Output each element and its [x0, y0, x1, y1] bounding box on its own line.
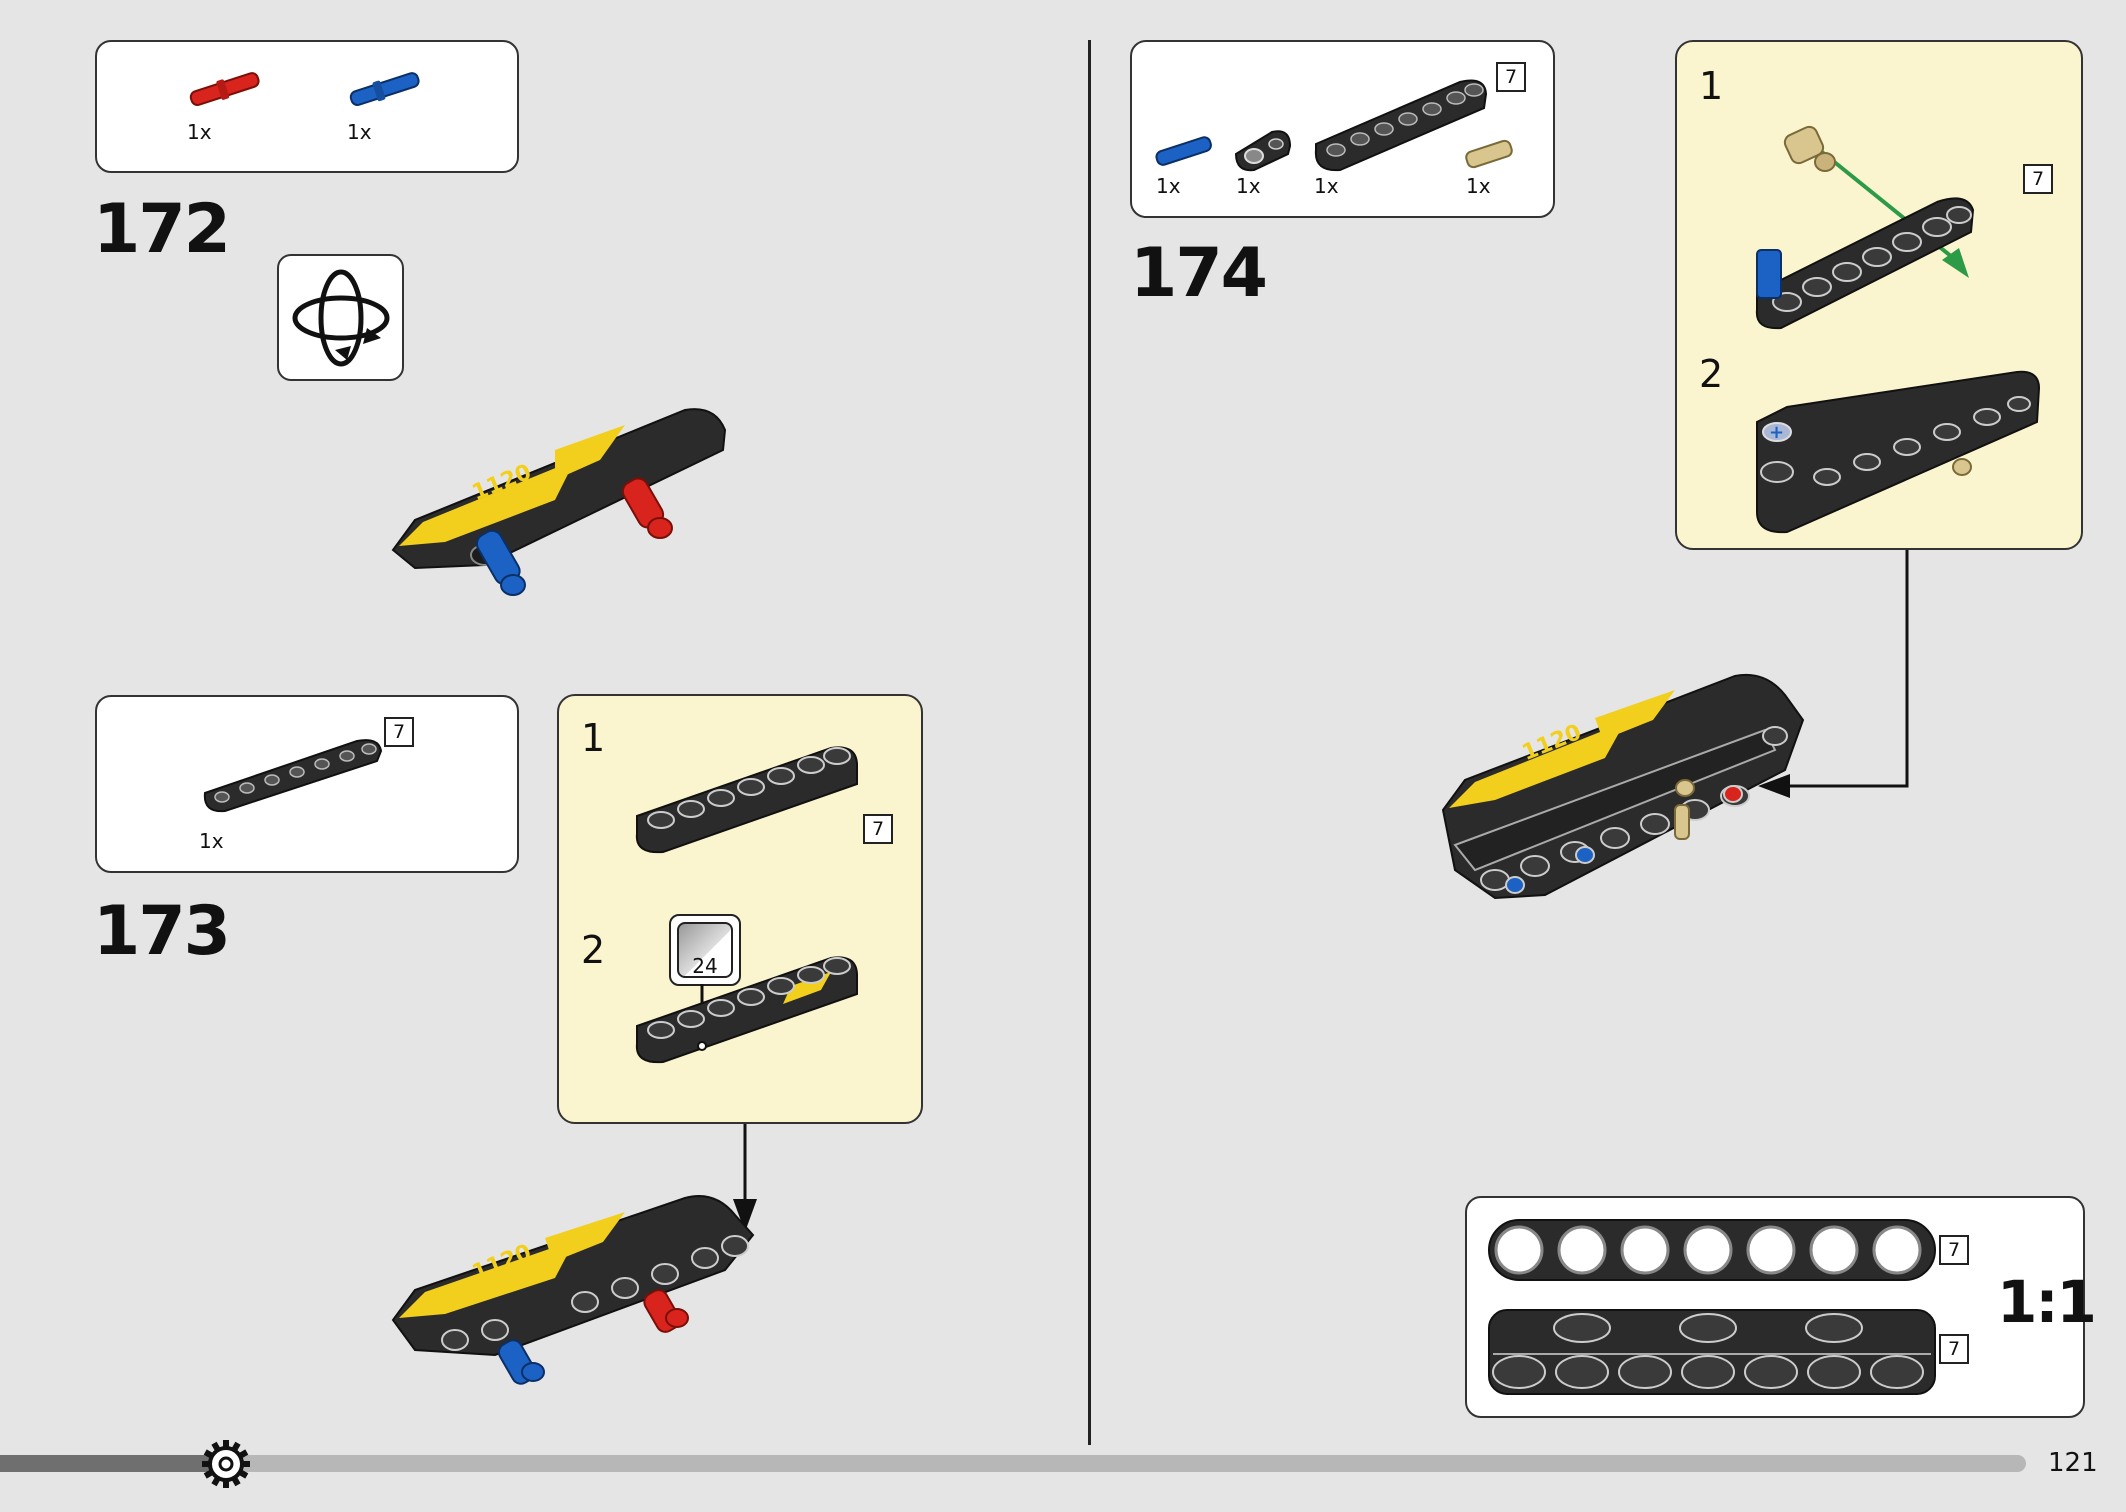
substep-2-assembly: +: [1756, 370, 2041, 534]
beam-7-substep-1: [635, 746, 858, 854]
length-indicator: 7: [1939, 1235, 1969, 1265]
step-173-callout: 1 7 2 24: [557, 694, 923, 1124]
length-indicator: 7: [863, 814, 893, 844]
substep-number: 1: [1699, 64, 1724, 108]
step-172-parts-panel: 1x 1x: [95, 40, 519, 173]
svg-text:+: +: [1769, 422, 1784, 443]
part-qty: 1x: [199, 829, 224, 853]
step-174-callout: 1 7 2 +: [1675, 40, 2083, 550]
length-indicator: 7: [1939, 1334, 1969, 1364]
tan-pin-icon: [1465, 139, 1513, 169]
scale-label: 1:1: [1997, 1268, 2097, 1336]
gear-icon: [202, 1440, 250, 1488]
sticker-number: 24: [692, 954, 718, 978]
substep-number: 2: [581, 928, 606, 972]
sticker-icon: [677, 922, 733, 978]
beam-7-scale-bottom: [1488, 1309, 1936, 1395]
step-173-model: 1120: [391, 1195, 755, 1385]
part-qty: 1x: [1466, 174, 1491, 198]
black-beam-7-icon: [1314, 79, 1488, 172]
step-number: 172: [93, 190, 231, 269]
part-qty: 1x: [1314, 174, 1339, 198]
page-divider: [1088, 40, 1091, 1445]
red-pin-icon: [189, 72, 260, 106]
substep-number: 2: [1699, 352, 1724, 396]
substep-1-assembly: [1755, 125, 1975, 330]
part-qty: 1x: [1236, 174, 1261, 198]
callout-arrow: [733, 1124, 757, 1232]
progress-bar-track: [0, 1455, 2026, 1472]
step-number: 173: [93, 892, 231, 971]
step-174-model: 1120: [1441, 673, 1805, 900]
page-number: 121: [2048, 1448, 2098, 1478]
rotate-model-icon: [292, 269, 390, 367]
part-qty: 1x: [187, 120, 212, 144]
sticker-callout: 24: [669, 914, 741, 986]
black-connector-icon: [1234, 130, 1292, 172]
length-indicator: 7: [1496, 62, 1526, 92]
beam-7-scale-top: [1488, 1219, 1936, 1281]
length-indicator: 7: [384, 717, 414, 747]
beam-7-with-sticker: [635, 956, 858, 1064]
progress-bar-fill: [0, 1455, 225, 1472]
callout-arrow: [1758, 550, 1909, 798]
part-qty: 1x: [347, 120, 372, 144]
step-172-model: 1120: [391, 408, 727, 596]
step-number: 174: [1130, 234, 1268, 313]
rotate-model-box: [277, 254, 404, 381]
step-174-parts-panel: 1x 1x 7 1x 1x: [1130, 40, 1555, 218]
blue-pin-icon: [349, 72, 420, 106]
part-qty: 1x: [1156, 174, 1181, 198]
substep-number: 1: [581, 716, 606, 760]
length-indicator: 7: [2023, 164, 2053, 194]
step-173-parts-panel: 7 1x: [95, 695, 519, 873]
blue-axle-pin-icon: [1155, 136, 1212, 166]
black-beam-7-icon: [203, 739, 383, 813]
scale-1-1-panel: 7 7 1:1: [1465, 1196, 2097, 1418]
